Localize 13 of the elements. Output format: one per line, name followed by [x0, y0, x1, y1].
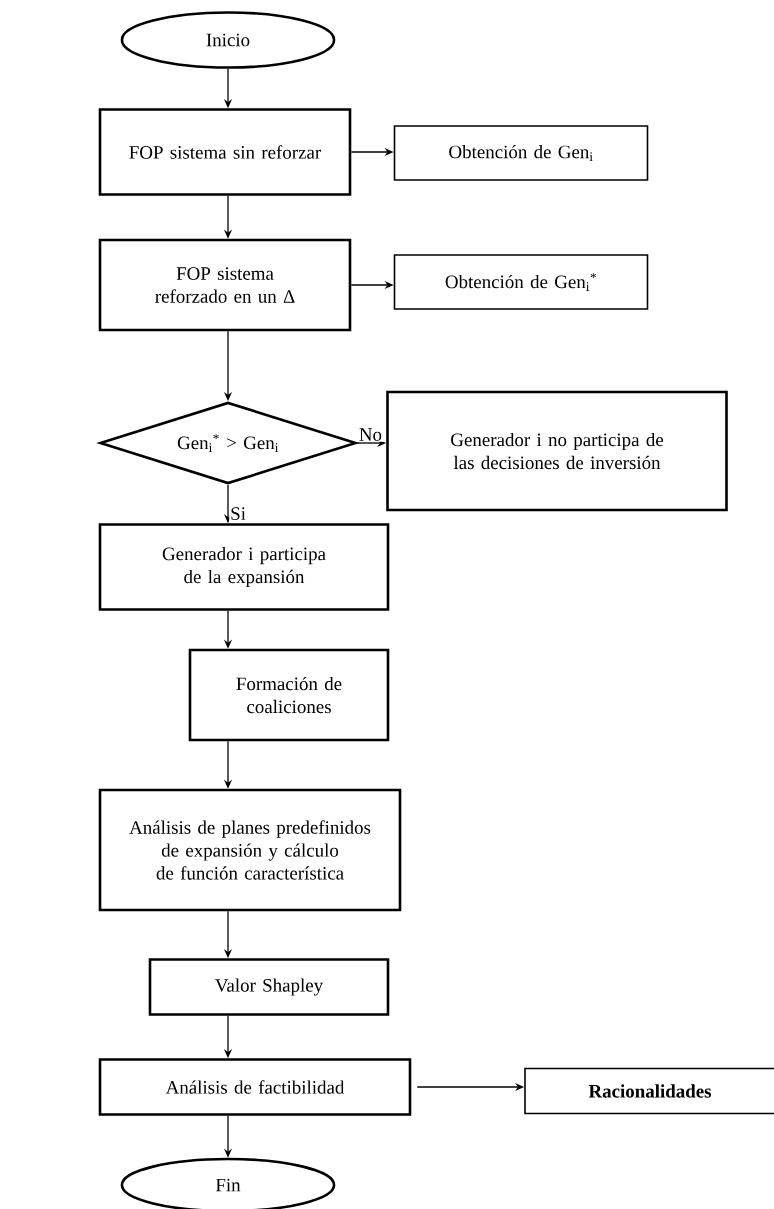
- process-box: Racionalidades: [524, 1067, 774, 1115]
- process-box: Análisis de factibilidad: [98, 1058, 412, 1116]
- process-box: Obtención de Gen$_{i}$: [393, 125, 649, 181]
- process-box: Obtención de Gen$_{i}$*: [393, 254, 649, 310]
- process-box: Generador i participa de la expansión: [98, 523, 390, 611]
- process-box: Análisis de planes predefinidos de expansión y cálculo de función característica: [98, 788, 402, 912]
- process-box: Valor Shapley: [148, 958, 390, 1016]
- process-box: Generador i no participa de las decisiones de inversión: [386, 390, 728, 512]
- process-box: FOP sistema reforzado en un Δ: [98, 238, 352, 332]
- process-box: Formación de coaliciones: [188, 648, 390, 742]
- process-box: FOP sistema sin reforzar: [98, 108, 352, 196]
- edge-label: Si: [229, 506, 247, 521]
- edge-label: No: [357, 427, 383, 442]
